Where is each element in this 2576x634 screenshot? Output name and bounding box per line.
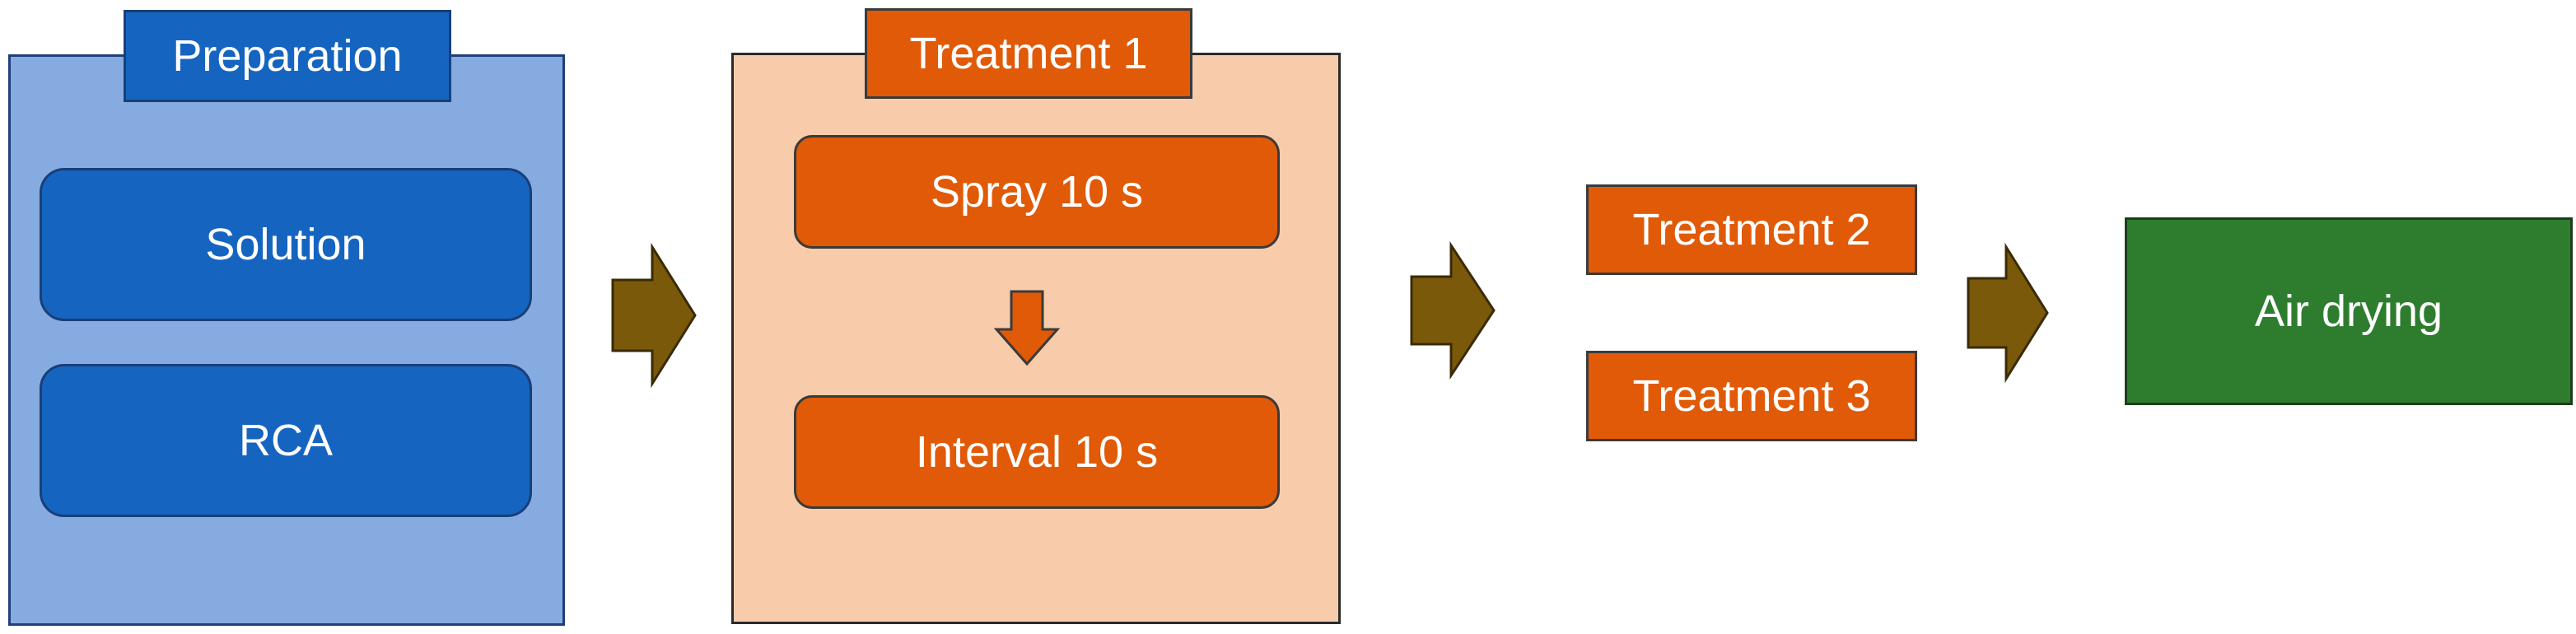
right-arrow-icon	[611, 242, 697, 389]
treatment-3-box: Treatment 3	[1586, 351, 1917, 441]
preparation-panel	[8, 54, 565, 626]
air-drying-box: Air drying	[2125, 217, 2573, 405]
interval-step-box: Interval 10 s	[794, 395, 1280, 509]
treatment-2-box: Treatment 2	[1586, 184, 1917, 275]
rca-box: RCA	[40, 364, 532, 517]
solution-box: Solution	[40, 168, 532, 321]
treatment-1-title: Treatment 1	[865, 8, 1192, 99]
down-arrow-icon	[993, 290, 1061, 366]
right-arrow-icon	[1410, 240, 1496, 380]
right-arrow-icon	[1967, 242, 2049, 384]
spray-step-box: Spray 10 s	[794, 135, 1280, 249]
preparation-title: Preparation	[124, 10, 451, 102]
